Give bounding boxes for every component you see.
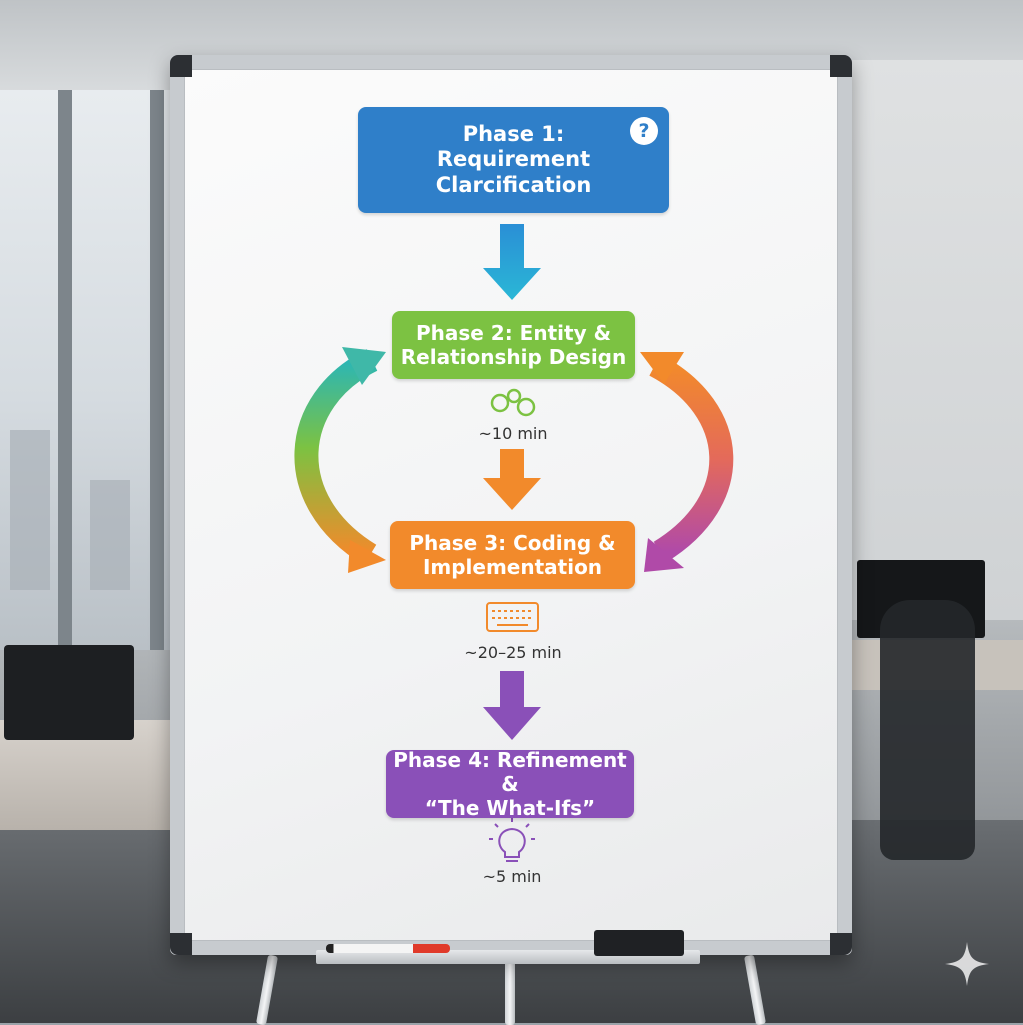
phase-4-duration: ~5 min <box>482 867 542 886</box>
board-corner <box>830 55 852 77</box>
city-building <box>10 430 50 590</box>
city-building <box>90 480 130 590</box>
phase-2-line-2: Relationship Design <box>400 345 627 369</box>
laptop <box>4 645 134 740</box>
eraser <box>594 930 684 956</box>
phase-2-line-1: Phase 2: Entity & <box>415 321 612 345</box>
window-mullion <box>58 90 72 650</box>
arrow-phase2-to-phase3 <box>483 449 541 510</box>
phase-3-line-2: Implementation <box>422 555 603 579</box>
phase-1-line-1: Phase 1: <box>462 122 565 147</box>
window-mullion <box>150 90 164 650</box>
phase-3-duration: ~20–25 min <box>464 643 562 662</box>
board-corner <box>830 933 852 955</box>
cycle-arc-right-tail <box>644 538 684 572</box>
board-corner <box>170 55 192 77</box>
cycle-arc-left-tail <box>348 540 386 573</box>
cycle-arc-left-head <box>342 347 386 385</box>
phase-4-line-1: Phase 4: Refinement & <box>393 748 627 796</box>
phase-1-box: Phase 1: Requirement Clarcification <box>358 107 669 213</box>
cycle-arc-left <box>294 349 378 566</box>
phase-3-box: Phase 3: Coding & Implementation <box>390 521 635 589</box>
easel-leg <box>505 955 515 1025</box>
cycle-arc-right-head <box>640 352 684 384</box>
phase-2-duration: ~10 min <box>478 424 548 443</box>
phase-2-box: Phase 2: Entity & Relationship Design <box>392 311 635 379</box>
phase-4-box: Phase 4: Refinement & “The What-Ifs” <box>386 748 634 820</box>
linked-circles-icon <box>490 388 536 417</box>
cycle-arc-right <box>649 354 734 563</box>
sparkle-icon <box>945 942 989 986</box>
office-window <box>0 90 175 650</box>
arrow-phase1-to-phase2 <box>483 224 541 300</box>
office-wall <box>823 60 1023 620</box>
phase-1-line-2: Requirement <box>436 147 591 172</box>
marker <box>326 944 450 953</box>
question-icon: ? <box>630 117 658 145</box>
lightbulb-icon <box>489 818 535 862</box>
arrow-phase3-to-phase4 <box>483 671 541 740</box>
board-corner <box>170 933 192 955</box>
keyboard-icon <box>486 602 539 632</box>
phase-4-line-2: “The What-Ifs” <box>424 796 596 820</box>
phase-3-line-1: Phase 3: Coding & <box>409 531 616 555</box>
phase-1-line-3: Clarcification <box>435 172 592 197</box>
office-chair <box>880 600 975 860</box>
